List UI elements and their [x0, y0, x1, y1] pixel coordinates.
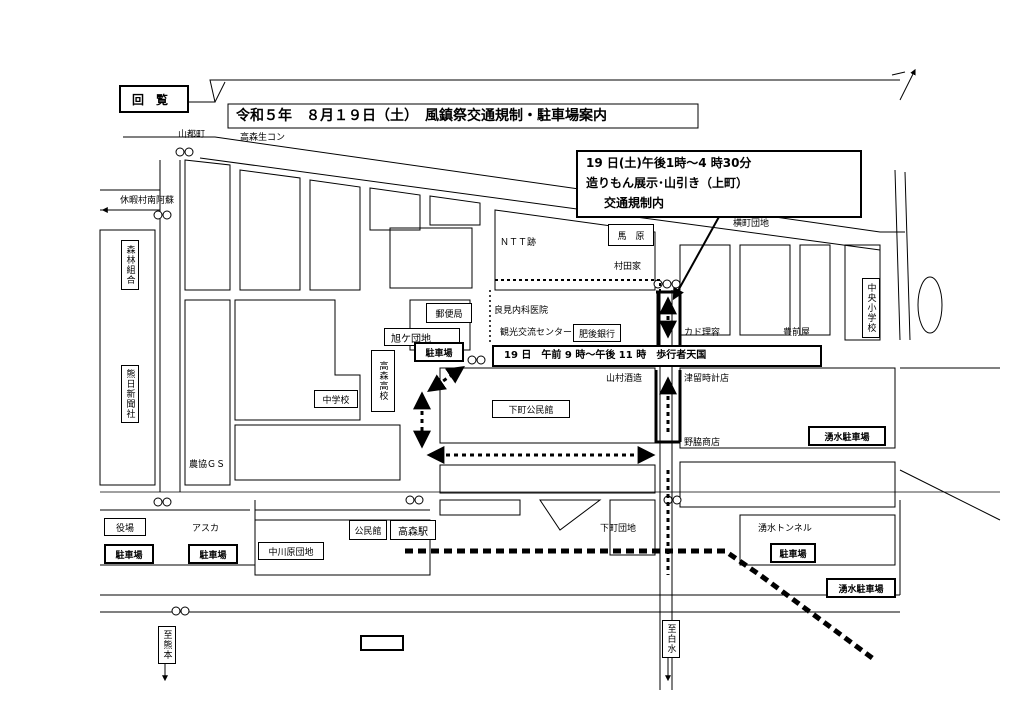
parking-asuka: 駐車場	[188, 544, 238, 564]
label-nakagawara: 中川原団地	[258, 542, 324, 560]
pedestrian-zone-label: 19 日 午前 9 時～午後 11 時 歩行者天国	[504, 350, 707, 361]
label-yamamura: 山村酒造	[606, 374, 643, 384]
label-bahara: 馬 原	[608, 224, 654, 246]
label-to-hakusui: 至白水	[662, 620, 680, 658]
parking-tunnel: 駐車場	[770, 543, 816, 563]
label-yoshimi: 良見内科医院	[494, 306, 549, 316]
info-line-2: 造りもん展示･山引き（上町）	[586, 176, 749, 190]
label-koumin: 公民館	[349, 520, 387, 540]
page-title: 令和５年 ８月１９日（土） 風鎮祭交通規制・駐車場案内	[236, 108, 607, 124]
label-takamori-seicon: 高森生コン	[240, 133, 286, 143]
label-toyomae: 豊前屋	[783, 328, 811, 338]
label-yokomachi: 横町団地	[733, 219, 770, 229]
parking-yakuba: 駐車場	[104, 544, 154, 564]
label-shimo-kominkan: 下町公民館	[492, 400, 570, 418]
label-nichi: 熊日新聞社	[121, 365, 139, 423]
label-chuo: 中央小学校	[862, 278, 880, 338]
label-ntt: ＮＴＴ跡	[500, 238, 537, 248]
label-higo: 肥後銀行	[573, 324, 621, 342]
parking-yusui-1: 湧水駐車場	[808, 426, 886, 446]
label-yamato: 山都町	[178, 130, 206, 140]
info-line-3: 交通規制内	[604, 196, 665, 210]
label-yubin: 郵便局	[426, 303, 472, 323]
label-asuka: アスカ	[192, 524, 220, 534]
label-chugakko: 中学校	[314, 390, 358, 408]
parking-yusui-2: 湧水駐車場	[826, 578, 896, 598]
label-nokyo: 農協ＧＳ	[189, 460, 226, 470]
label-shimomachi-danchi: 下町団地	[600, 524, 637, 534]
label-kado: カド理容	[684, 328, 721, 338]
label-kyuka: 休暇村南阿蘇	[120, 196, 175, 206]
kairan-label: 回 覧	[132, 93, 169, 107]
road-upper-2	[199, 157, 881, 251]
pedestrian-zone-bar: 19 日 午前 9 時～午後 11 時 歩行者天国	[492, 345, 822, 367]
label-murata: 村田家	[614, 262, 642, 272]
info-box: 19 日(土)午後1時～4 時30分 造りもん展示･山引き（上町） 交通規制内	[576, 150, 862, 218]
label-yakuba: 役場	[104, 518, 146, 536]
label-yusui-tunnel: 湧水トンネル	[758, 524, 812, 534]
label-nowaki: 野脇商店	[684, 438, 721, 448]
label-tsuru: 津留時計店	[684, 374, 730, 384]
label-station: 高森駅	[390, 520, 436, 540]
label-koukou: 高森高校	[371, 350, 395, 412]
label-kanko: 観光交流センター	[500, 328, 573, 338]
label-shinrin: 森林組合	[121, 240, 139, 290]
road-upper	[123, 136, 905, 233]
label-to-kumamoto: 至熊本	[158, 626, 176, 664]
parking-central: 駐車場	[414, 342, 464, 362]
info-line-1: 19 日(土)午後1時～4 時30分	[586, 156, 752, 170]
